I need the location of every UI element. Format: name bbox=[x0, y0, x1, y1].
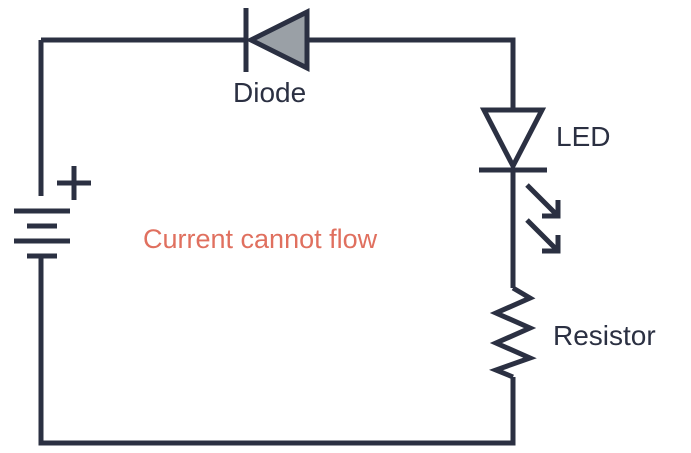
led-symbol bbox=[479, 107, 547, 173]
battery-symbol bbox=[14, 208, 70, 259]
diode-label: Diode bbox=[233, 77, 307, 108]
resistor-label: Resistor bbox=[553, 320, 656, 351]
resistor-symbol bbox=[488, 285, 537, 380]
wire-left-lower bbox=[38, 258, 516, 446]
wire-top-right bbox=[307, 37, 516, 109]
current-status-label: Current cannot flow bbox=[143, 224, 378, 254]
plus-icon bbox=[57, 166, 91, 200]
light-emission-icon bbox=[525, 183, 561, 254]
led-label: LED bbox=[556, 121, 611, 152]
diode-symbol bbox=[243, 7, 310, 73]
